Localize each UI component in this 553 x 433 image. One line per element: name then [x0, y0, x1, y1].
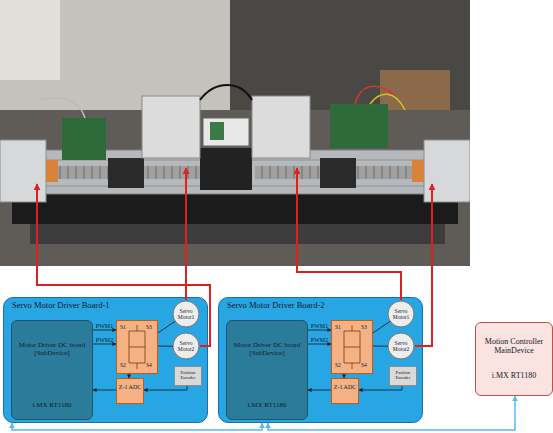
node-text: S1: [120, 324, 126, 330]
node-text: S2: [120, 362, 126, 368]
end-motor: [424, 140, 470, 202]
base-slab: [30, 222, 445, 244]
center-motor: [142, 96, 200, 158]
testbench-photo: [0, 0, 470, 266]
node-text: Servo Motor1: [387, 308, 415, 321]
photo-background: [0, 0, 470, 266]
coupler: [46, 160, 58, 182]
mosfet-bridge: S1S2 S3S4: [116, 320, 158, 374]
node-text: Motor Driver DC board [SubDevice]: [16, 341, 88, 357]
main-controller: Motion Controller MainDevice i.MX RT1180: [475, 322, 553, 396]
node-text: S2: [335, 362, 341, 368]
motor-wire: [297, 168, 401, 300]
cabinet: [0, 0, 60, 80]
bus-connector: [12, 423, 262, 430]
adc-block: Z-1 ADC: [116, 378, 144, 404]
node-text: Servo Motor Driver Board-1: [12, 301, 110, 311]
node-text: S4: [146, 362, 152, 368]
node-text: Servo Motor1: [172, 308, 200, 321]
node-text: S3: [146, 324, 152, 330]
shelf: [230, 0, 470, 110]
cable: [40, 98, 85, 118]
center-motor: [252, 96, 310, 158]
motor-circle: [388, 333, 414, 359]
motor-circle: [388, 301, 414, 327]
node-text: Servo Motor Driver Board-2: [227, 301, 325, 311]
node-text: Position Encoder: [175, 370, 201, 380]
subdevice-board: Motor Driver DC board [SubDevice] i.MX RT…: [226, 320, 308, 420]
carriage: [108, 158, 144, 188]
node-text: Z-1 ADC: [332, 384, 358, 391]
mosfet-bridge: S1S2 S3S4: [331, 320, 373, 374]
node-text: Z-1 ADC: [117, 384, 143, 391]
bridge-lines: [344, 325, 360, 369]
position-encoder: Position Encoder: [174, 366, 202, 386]
node-text: Motor Driver DC board [SubDevice]: [231, 341, 303, 357]
node-text: Servo Motor2: [172, 340, 200, 353]
coupler: [412, 160, 424, 182]
motor-circle: [173, 301, 199, 327]
driver-board: Servo Motor Driver Board-1Motor Driver D…: [3, 297, 208, 423]
driver-board: Servo Motor Driver Board-2Motor Driver D…: [218, 297, 423, 423]
table: [0, 110, 470, 266]
pcb: [62, 118, 106, 160]
node-text: Servo Motor2: [387, 340, 415, 353]
servo-motor: Servo Motor2: [387, 332, 415, 360]
servo-motor: Servo Motor1: [172, 300, 200, 328]
node-text: S3: [361, 324, 367, 330]
carriage: [320, 158, 356, 188]
node-text: i.MX RT1180: [16, 401, 88, 409]
servo-motor: Servo Motor2: [172, 332, 200, 360]
carriage: [200, 148, 252, 190]
cable: [200, 85, 252, 100]
node-text: i.MX RT1180: [479, 371, 549, 380]
node-text: Motion Controller MainDevice: [479, 337, 549, 355]
subdevice-board: Motor Driver DC board [SubDevice] i.MX RT…: [11, 320, 93, 420]
motor-wire: [185, 168, 187, 300]
center-coupler: [203, 118, 249, 146]
motor-circle: [173, 333, 199, 359]
wall: [0, 0, 230, 110]
node-text: Position Encoder: [390, 370, 416, 380]
bridge-lines: [129, 325, 145, 369]
cable: [370, 94, 405, 110]
pcb: [330, 104, 388, 148]
box: [380, 70, 450, 110]
adc-block: Z-1 ADC: [331, 378, 359, 404]
end-motor: [0, 140, 46, 202]
servo-motor: Servo Motor1: [387, 300, 415, 328]
node-text: S1: [335, 324, 341, 330]
node-text: S4: [361, 362, 367, 368]
node-text: i.MX RT1180: [231, 401, 303, 409]
position-encoder: Position Encoder: [389, 366, 417, 386]
pcb: [210, 122, 224, 140]
